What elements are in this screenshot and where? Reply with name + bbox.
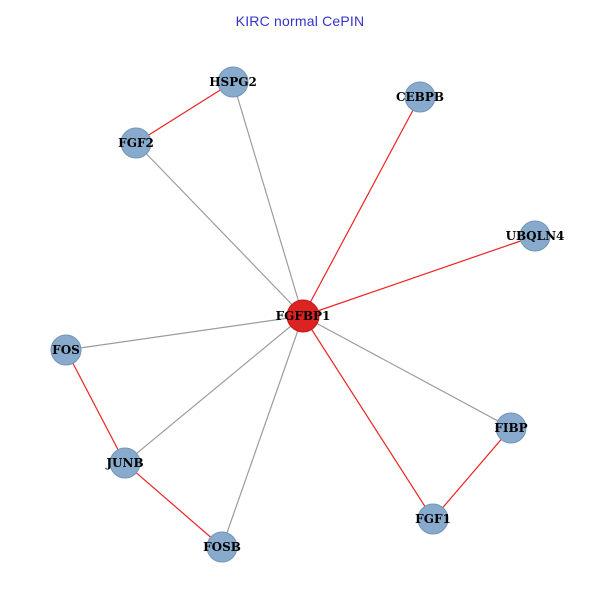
node-HSPG2 [217,66,249,98]
node-label-FOS: FOS [52,343,80,357]
edge-FGFBP1-JUNB [124,315,304,464]
plot-title: KIRC normal CePIN [235,13,365,29]
node-label-FOSB: FOSB [203,540,241,554]
node-FGF1 [417,503,449,535]
node-UBQLN4 [519,220,551,252]
node-FIBP [495,412,527,444]
edge-FOS-JUNB [65,349,126,464]
node-FOS [50,334,82,366]
node-label-JUNB: JUNB [105,456,143,470]
node-label-CEBPB: CEBPB [396,90,444,104]
edge-HSPG2-FGF2 [135,81,234,144]
node-label-FGF1: FGF1 [415,512,451,526]
edge-FGFBP1-CEBPB [302,96,421,317]
node-label-UBQLN4: UBQLN4 [506,229,565,243]
edge-FGFBP1-FIBP [302,315,512,429]
node-CEBPB [404,81,436,113]
edge-FIBP-FGF1 [432,427,512,520]
node-FGFBP1 [286,299,320,333]
node-FOSB [206,531,238,563]
edge-FGFBP1-FGF2 [135,142,304,317]
node-label-FIBP: FIBP [494,421,527,435]
node-FGF2 [120,127,152,159]
edge-FGFBP1-HSPG2 [232,81,304,317]
edge-FGFBP1-FOS [65,315,304,351]
edge-FGFBP1-FOSB [221,315,304,548]
node-label-FGFBP1: FGFBP1 [276,309,331,323]
node-JUNB [109,447,141,479]
node-label-FGF2: FGF2 [118,136,154,150]
edge-FGFBP1-UBQLN4 [302,235,536,317]
node-label-HSPG2: HSPG2 [209,75,257,89]
edge-JUNB-FOSB [124,462,223,548]
edge-FGFBP1-FGF1 [302,315,434,520]
